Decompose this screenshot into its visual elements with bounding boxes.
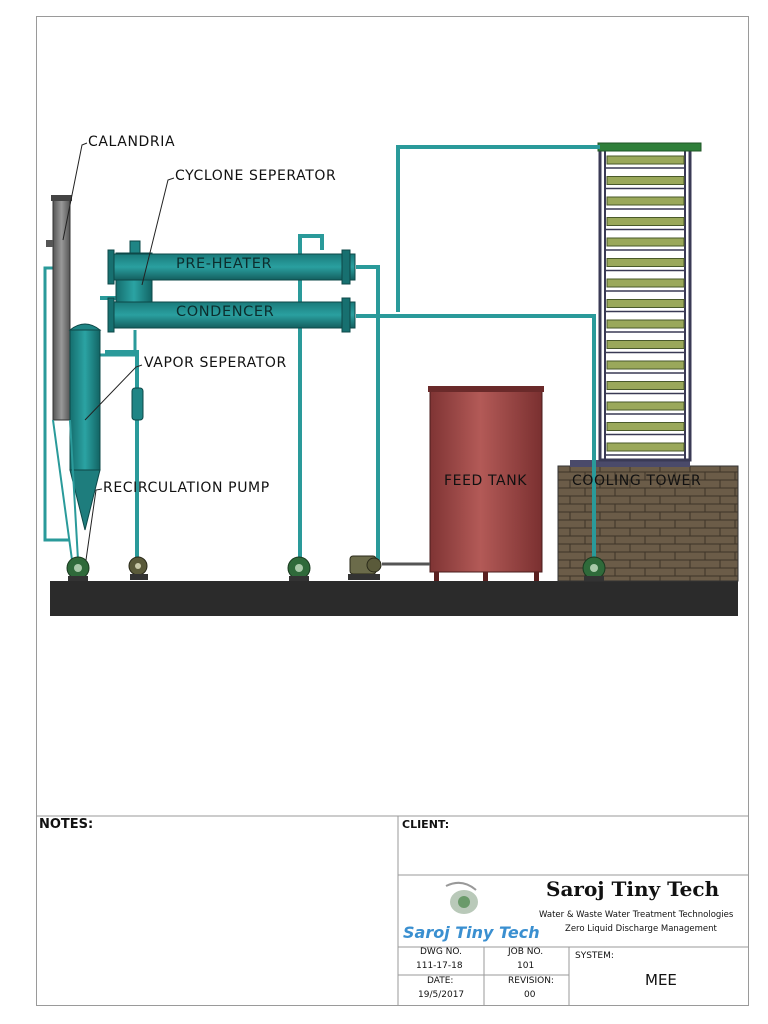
title-block-grid xyxy=(37,815,749,1005)
notes-label: NOTES: xyxy=(39,817,94,832)
date-value: 19/5/2017 xyxy=(418,990,465,1000)
company-tagline-2: Zero Liquid Discharge Management xyxy=(565,924,717,934)
cooling-tower-slat xyxy=(606,401,685,411)
cooling-tower-slat xyxy=(606,381,685,390)
label-recirculation-pump: RECIRCULATION PUMP xyxy=(103,480,270,496)
cooling-tower-slat xyxy=(606,442,685,452)
drawing-sheet-border xyxy=(36,16,749,1006)
system-value: MEE xyxy=(645,971,677,989)
dwg-no-value: 111-17-18 xyxy=(416,961,463,971)
cooling-tower-fill-slats xyxy=(605,155,685,456)
client-label: CLIENT: xyxy=(402,818,450,831)
company-tagline-1: Water & Waste Water Treatment Technologi… xyxy=(539,910,734,920)
line-strainer xyxy=(131,387,144,421)
revision-value: 00 xyxy=(524,990,536,1000)
label-cyclone-separator: CYCLONE SEPERATOR xyxy=(175,168,337,184)
feed-tank xyxy=(428,386,544,581)
logo-text: Saroj Tiny Tech xyxy=(403,923,540,942)
label-vapor-separator: VAPOR SEPERATOR xyxy=(144,355,287,371)
label-feed-tank: FEED TANK xyxy=(444,473,528,489)
date-label: DATE: xyxy=(427,976,454,986)
cooling-tower-slat xyxy=(606,258,685,267)
company-logo-graphic xyxy=(445,881,478,914)
recirculation-pump xyxy=(66,556,90,581)
cooling-tower-slat xyxy=(606,299,685,308)
cooling-tower-slat xyxy=(606,319,685,329)
ground-slab xyxy=(50,581,738,616)
label-calandria: CALANDRIA xyxy=(88,134,176,150)
feed-pump xyxy=(348,555,382,580)
cooling-tower-slat xyxy=(606,237,685,247)
cooling-tower-structure xyxy=(597,142,702,462)
job-no-value: 101 xyxy=(517,961,535,971)
company-name: Saroj Tiny Tech xyxy=(546,877,720,901)
cooling-tower-slat xyxy=(606,278,685,288)
cooling-tower-slat xyxy=(606,360,685,370)
dwg-no-label: DWG NO. xyxy=(420,947,462,957)
pump-3 xyxy=(287,556,311,581)
cooling-tower-slat xyxy=(606,217,685,226)
cooling-tower-slat xyxy=(606,196,685,206)
label-pre-heater: PRE-HEATER xyxy=(176,256,273,272)
cooling-tower-deck xyxy=(570,460,690,467)
pre-heater xyxy=(107,249,356,285)
cooling-tower-slat xyxy=(606,176,685,185)
job-no-label: JOB NO. xyxy=(508,947,544,957)
pump-2 xyxy=(128,556,148,580)
cooling-tower-slat xyxy=(606,422,685,431)
system-label: SYSTEM: xyxy=(575,951,614,961)
cooling-tower-pump xyxy=(582,556,606,581)
condenser xyxy=(107,297,356,333)
cooling-tower-slat xyxy=(606,155,685,165)
label-condenser: CONDENCER xyxy=(176,304,275,320)
vapor-separator xyxy=(52,323,102,561)
label-leaders xyxy=(62,142,175,561)
calandria xyxy=(46,195,72,421)
revision-label: REVISION: xyxy=(508,976,554,986)
label-cooling-tower: COOLING TOWER xyxy=(572,473,702,489)
cooling-tower-slat xyxy=(606,340,685,349)
